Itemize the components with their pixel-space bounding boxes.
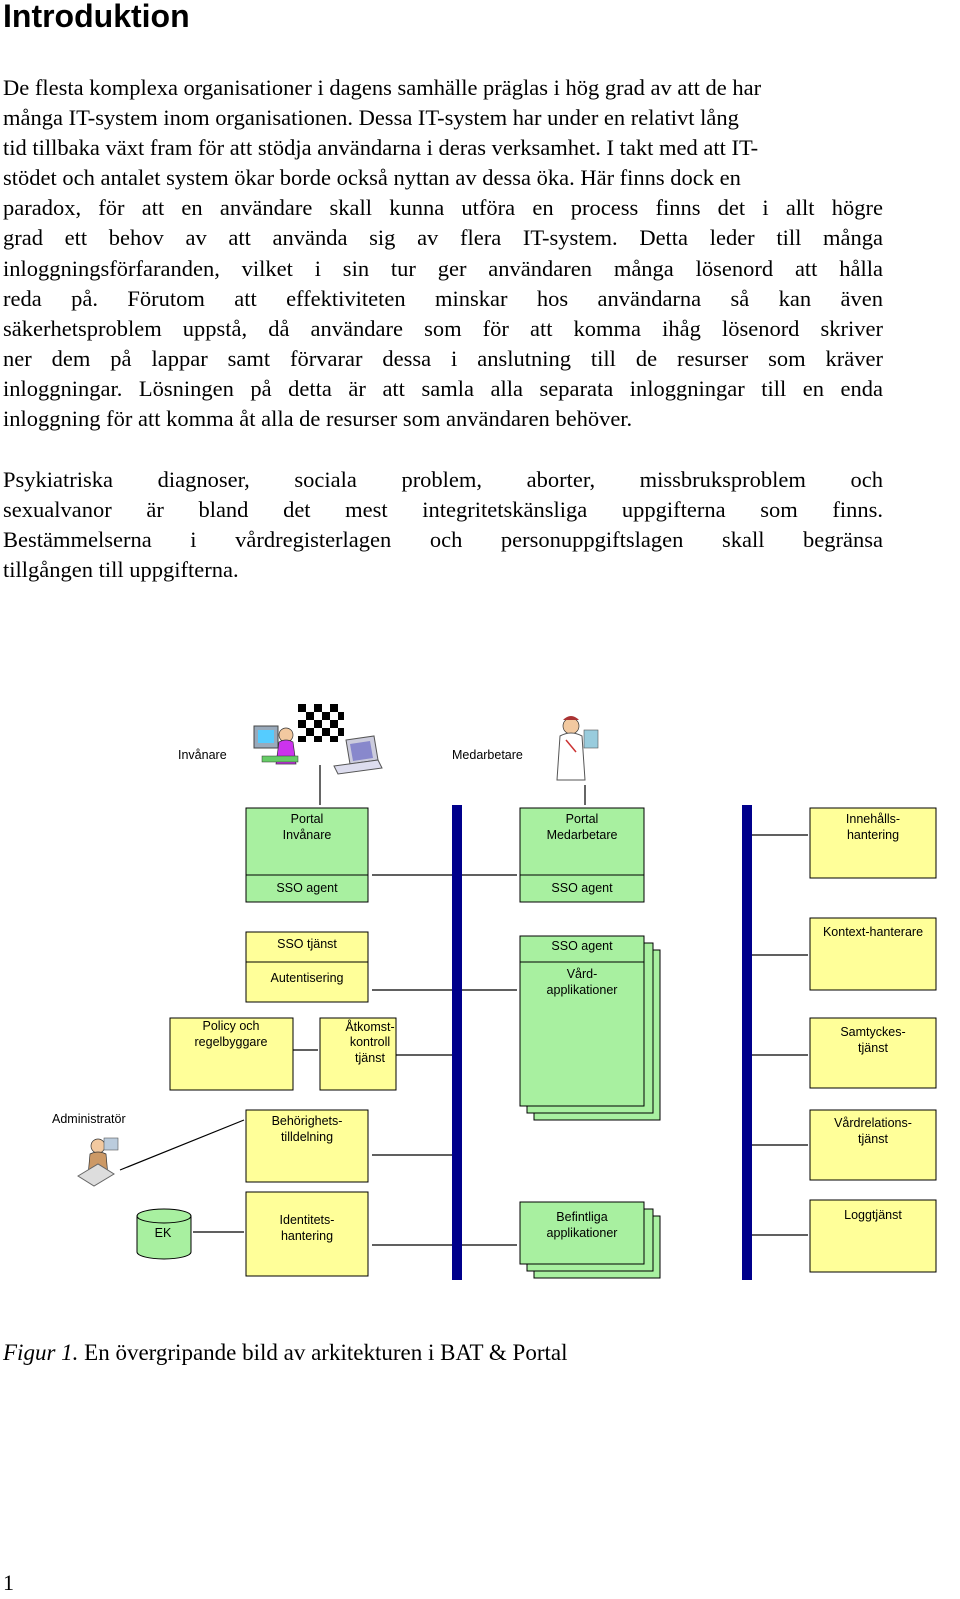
paragraph2-line: Bestämmelserna i vårdregisterlagen och p… [3, 527, 883, 553]
sso-agent-vard-label: SSO agent [551, 939, 613, 953]
atkomstkontroll-line-3: tjänst [355, 1051, 385, 1065]
loggtjanst-label: Loggtjänst [844, 1208, 902, 1222]
paragraph1-line: reda på. Förutom att effektiviteten mins… [3, 285, 883, 311]
policy-line-1: Policy och [203, 1019, 260, 1033]
paragraph1-line: De flesta komplexa organisationer i dage… [3, 75, 762, 100]
employee-doctor-icon [556, 716, 599, 781]
administrator-person-icon [77, 1137, 119, 1187]
page-heading: Introduktion [3, 0, 190, 34]
kontexthanterare-label: Kontext-hanterare [823, 925, 923, 939]
paragraph2-line: sexualvanor är bland det mest integritet… [3, 497, 883, 523]
behorighetstilldelning-box: Behörighets- tilldelning [245, 1109, 369, 1183]
vardrelationstjanst-line-2: tjänst [858, 1132, 888, 1146]
sso-agent-invanare-label: SSO agent [276, 881, 338, 895]
behorighetstilldelning-line-1: Behörighets- [272, 1114, 343, 1128]
paragraph2-line: Psykiatriska diagnoser, sociala problem,… [3, 467, 883, 492]
paragraph1-line: tid tillbaka växt fram för att stödja an… [3, 135, 759, 161]
innehallshantering-line-2: hantering [847, 828, 899, 842]
sso-tjanst-box: SSO tjänst Autentisering [245, 931, 369, 1003]
paragraph1-line: ner dem på lappar samt förvarar dessa i … [3, 345, 883, 371]
citizen-computer-icon [253, 704, 383, 775]
figure-caption-text: En övergripande bild av arkitekturen i B… [78, 1340, 568, 1365]
autentisering-label: Autentisering [271, 971, 344, 985]
paragraph1-line: stödet och antalet system ökar borde ock… [3, 165, 741, 191]
paragraph1-line: paradox, för att en användare skall kunn… [3, 195, 883, 221]
befintliga-line-2: applikationer [547, 1226, 618, 1240]
paragraph1-line: inloggning för att komma åt alla de resu… [3, 406, 633, 432]
portal-invanare-line-2: Invånare [283, 828, 332, 842]
ek-database-icon: EK [136, 1208, 192, 1260]
identitetshantering-box: Identitets- hantering [245, 1191, 369, 1277]
samtyckestjanst-line-2: tjänst [858, 1041, 888, 1055]
loggtjanst-box: Loggtjänst [809, 1199, 937, 1273]
actor-invanare-label: Invånare [178, 748, 227, 762]
portal-invanare-line-1: Portal [291, 812, 324, 826]
identitetshantering-line-2: hantering [281, 1229, 333, 1243]
page-number: 1 [3, 1570, 14, 1595]
portal-medarbetare-line-2: Medarbetare [547, 828, 618, 842]
intro-paragraph-2: Psykiatriska diagnoser, sociala problem,… [3, 465, 883, 585]
identitetshantering-line-1: Identitets- [280, 1213, 335, 1227]
innehallshantering-line-1: Innehålls- [846, 812, 900, 826]
paragraph2-line: tillgången till uppgifterna. [3, 557, 239, 583]
vardrelationstjanst-box: Vårdrelations- tjänst [809, 1109, 937, 1181]
architecture-diagram: Invånare Medarbetare Administratör [52, 704, 937, 1280]
paragraph1-line: inloggningsförfaranden, vilket i sin tur… [3, 255, 883, 281]
befintliga-applikationer-stack: Befintliga applikationer [519, 1201, 661, 1279]
atkomstkontroll-line-2: kontroll [350, 1035, 390, 1049]
vardrelationstjanst-line-1: Vårdrelations- [834, 1116, 912, 1130]
vardapplikationer-stack: SSO agent Vård- applikationer [519, 935, 661, 1121]
portal-medarbetare-box: Portal Medarbetare SSO agent [519, 807, 645, 903]
paragraph1-line: många IT-system inom organisationen. Des… [3, 105, 739, 131]
paragraph1-line: grad ett behov av att använda sig av fle… [3, 225, 883, 251]
system-bus-left [452, 805, 462, 1280]
samtyckestjanst-line-1: Samtyckes- [840, 1025, 905, 1039]
policy-regelbyggare-box: Policy och regelbyggare [169, 1017, 294, 1091]
paragraph1-line: inloggningar. Lösningen på detta är att … [3, 375, 883, 401]
portal-medarbetare-line-1: Portal [566, 812, 599, 826]
portal-invanare-box: Portal Invånare SSO agent [245, 807, 369, 903]
actor-administrator-label: Administratör [52, 1112, 126, 1126]
diagram-connectors [119, 765, 808, 1246]
policy-line-2: regelbyggare [195, 1035, 268, 1049]
atkomstkontroll-line-1: Åtkomst- [345, 1019, 394, 1034]
kontexthanterare-box: Kontext-hanterare [809, 917, 937, 991]
sso-tjanst-label: SSO tjänst [277, 937, 337, 951]
vardapplikationer-line-1: Vård- [567, 967, 598, 981]
system-bus-right [742, 805, 752, 1280]
paragraph1-line: säkerhetsproblem uppstå, då användare so… [3, 315, 883, 341]
vardapplikationer-line-2: applikationer [547, 983, 618, 997]
atkomstkontroll-box: Åtkomst- kontroll tjänst [319, 1017, 397, 1091]
actor-medarbetare-label: Medarbetare [452, 748, 523, 762]
figure-caption-label: Figur 1. [3, 1340, 79, 1365]
sso-agent-medarbetare-label: SSO agent [551, 881, 613, 895]
befintliga-line-1: Befintliga [556, 1210, 607, 1224]
ek-label: EK [155, 1226, 172, 1240]
intro-paragraph-1: De flesta komplexa organisationer i dage… [3, 73, 883, 434]
innehallshantering-box: Innehålls- hantering [809, 807, 937, 879]
behorighetstilldelning-line-2: tilldelning [281, 1130, 333, 1144]
samtyckestjanst-box: Samtyckes- tjänst [809, 1017, 937, 1089]
figure-caption: Figur 1. En övergripande bild av arkitek… [3, 1338, 567, 1368]
